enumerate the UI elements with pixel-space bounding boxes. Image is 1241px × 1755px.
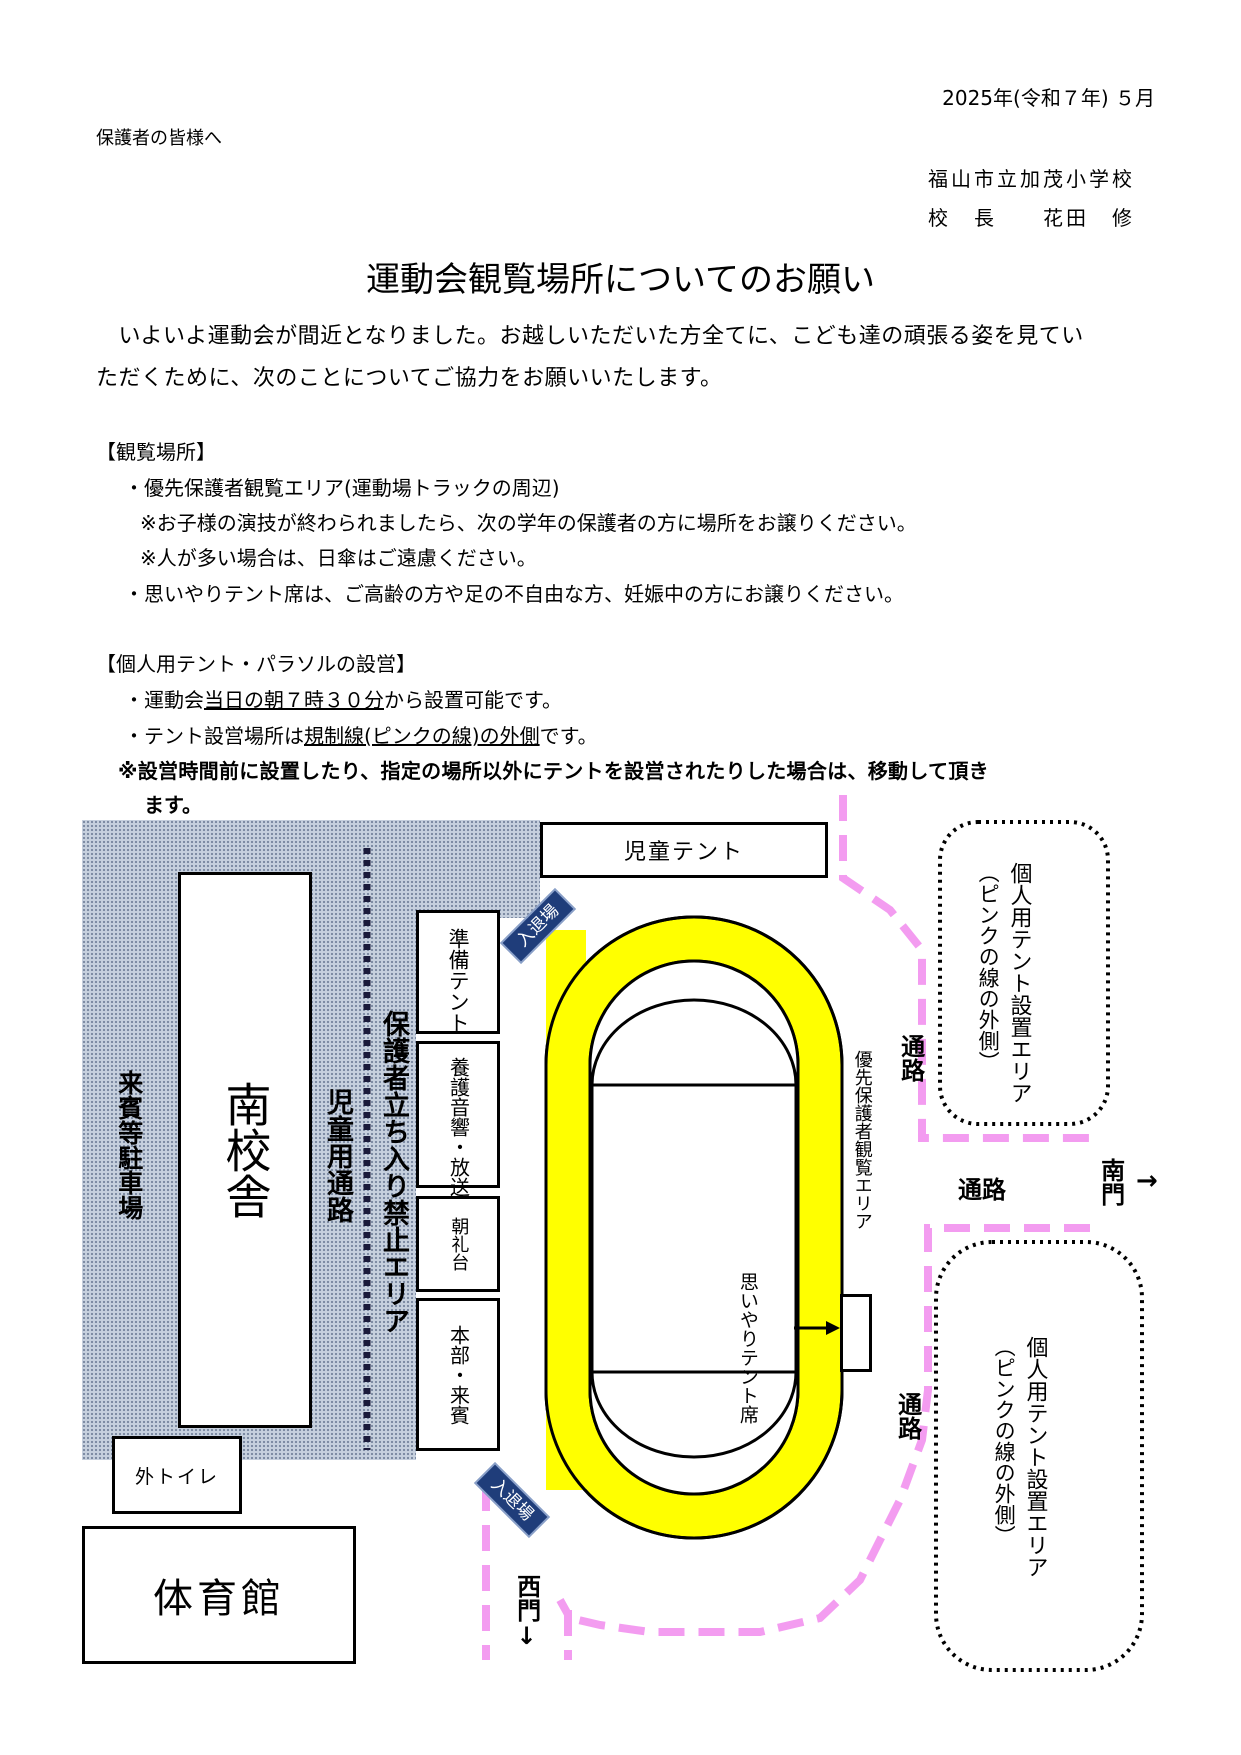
south-building-label: 南校舎: [218, 1081, 273, 1219]
tent-item-1-post: から設置可能です。: [384, 688, 562, 712]
no-entry-area-label: 保護者立ち入り禁止エリア: [378, 1010, 410, 1334]
children-tent: 児童テント: [540, 822, 828, 878]
tent-item-1-pre: ・運動会: [124, 688, 204, 712]
yellow-left-strip: [546, 930, 586, 1490]
tent-item-1-underline: 当日の朝７時３０分: [204, 688, 384, 712]
omoiyari-arrowhead: [826, 1321, 840, 1335]
care-broadcast-tent: 養護音響・放送: [416, 1041, 500, 1197]
pink-regulation-lines: [482, 795, 1090, 1660]
guest-parking-label: 来賓等駐車場: [114, 1070, 144, 1220]
school-name: 福山市立加茂小学校: [928, 167, 1135, 191]
intro-line-2: ただくために、次のことについてご協力をお願いいたします。: [96, 366, 723, 391]
path-middle-label: 通路: [958, 1176, 1006, 1204]
viewing-heading: 【観覧場所】: [96, 440, 216, 464]
children-path-label: 児童用通路: [322, 1088, 354, 1223]
children-tent-label: 児童テント: [623, 840, 744, 865]
priority-area-label: 優先保護者観覧エリア: [851, 1050, 873, 1230]
morning-stage: 朝礼台: [416, 1196, 500, 1292]
tent-item-1: ・運動会当日の朝７時３０分から設置可能です。: [124, 684, 562, 713]
gymnasium: 体育館: [82, 1526, 356, 1664]
tent-item-2-underline: 規制線(ピンクの線)の外側: [304, 724, 540, 748]
prep-tent-label: 準備テント: [446, 928, 471, 1033]
intro-line-1: いよいよ運動会が間近となりました。お越しいただいた方全てに、こども達の頑張る姿を…: [96, 324, 1084, 349]
outdoor-toilet: 外トイレ: [112, 1436, 242, 1514]
care-broadcast-label: 養護音響・放送: [446, 1056, 471, 1197]
addressee: 保護者の皆様へ: [96, 128, 222, 149]
tent-item-2-post: です。: [539, 724, 598, 748]
prep-tent: 準備テント: [416, 910, 500, 1034]
entry-exit-badge-bottom: [473, 1461, 551, 1539]
priority-viewing-ring-outline: [544, 915, 844, 1540]
hq-guest-tent: 本部・来賓: [416, 1298, 500, 1451]
personal-area-top: 個人用テント設置エリア （ピンクの線の外側）: [976, 862, 1032, 1104]
tent-item-2-pre: ・テント設営場所は: [124, 724, 304, 748]
personal-area-bottom-title: 個人用テント設置エリア: [1022, 1336, 1048, 1578]
field: [590, 998, 798, 1459]
issue-date: 2025年(令和７年) ５月: [942, 86, 1155, 110]
path-lower-label: 通路: [893, 1392, 922, 1440]
south-gate-label: 南門: [1096, 1158, 1125, 1206]
tent-warning-1: ※設営時間前に設置したり、指定の場所以外にテントを設営されたりした場合は、移動し…: [118, 759, 989, 783]
entry-exit-badge-top: [499, 887, 577, 965]
west-gate-label: 西門↓: [512, 1574, 541, 1650]
viewing-note-1: ※お子様の演技が終わられましたら、次の学年の保護者の方に場所をお譲りください。: [140, 511, 917, 535]
hq-guest-label: 本部・来賓: [446, 1324, 471, 1425]
viewing-item-1: ・優先保護者観覧エリア(運動場トラックの周辺): [124, 476, 560, 500]
personal-area-top-note: （ピンクの線の外側）: [976, 862, 1001, 1072]
omoiyari-label: 思いやりテント席: [736, 1272, 759, 1424]
south-gate-arrow: →: [1136, 1166, 1158, 1196]
path-upper-label: 通路: [896, 1034, 925, 1082]
personal-area-bottom-outline: [934, 1240, 1144, 1672]
hatched-zone-top: [82, 820, 540, 918]
principal-name: 校 長 花田 修: [928, 206, 1135, 230]
personal-area-top-title: 個人用テント設置エリア: [1006, 862, 1032, 1104]
page-title: 運動会観覧場所についてのお願い: [366, 260, 875, 300]
omoiyari-tent: [840, 1294, 872, 1372]
viewing-item-2: ・思いやりテント席は、ご高齢の方や足の不自由な方、妊娠中の方にお譲りください。: [124, 582, 904, 606]
south-building: 南校舎: [178, 872, 312, 1428]
gym-label: 体育館: [153, 1576, 285, 1622]
omoiyari-label-group: 思いやりテント席: [736, 1272, 759, 1424]
personal-area-top-outline: [938, 820, 1110, 1126]
morning-stage-label: 朝礼台: [448, 1217, 470, 1271]
outdoor-toilet-label: 外トイレ: [134, 1465, 219, 1488]
tent-heading: 【個人用テント・パラソルの設営】: [96, 652, 416, 676]
tent-warning-2: ます。: [144, 793, 202, 817]
personal-area-bottom-note: （ピンクの線の外側）: [992, 1336, 1017, 1546]
viewing-note-2: ※人が多い場合は、日傘はご遠慮ください。: [140, 546, 537, 570]
personal-area-bottom: 個人用テント設置エリア （ピンクの線の外側）: [992, 1336, 1048, 1578]
tent-item-2: ・テント設営場所は規制線(ピンクの線)の外側です。: [124, 720, 598, 749]
